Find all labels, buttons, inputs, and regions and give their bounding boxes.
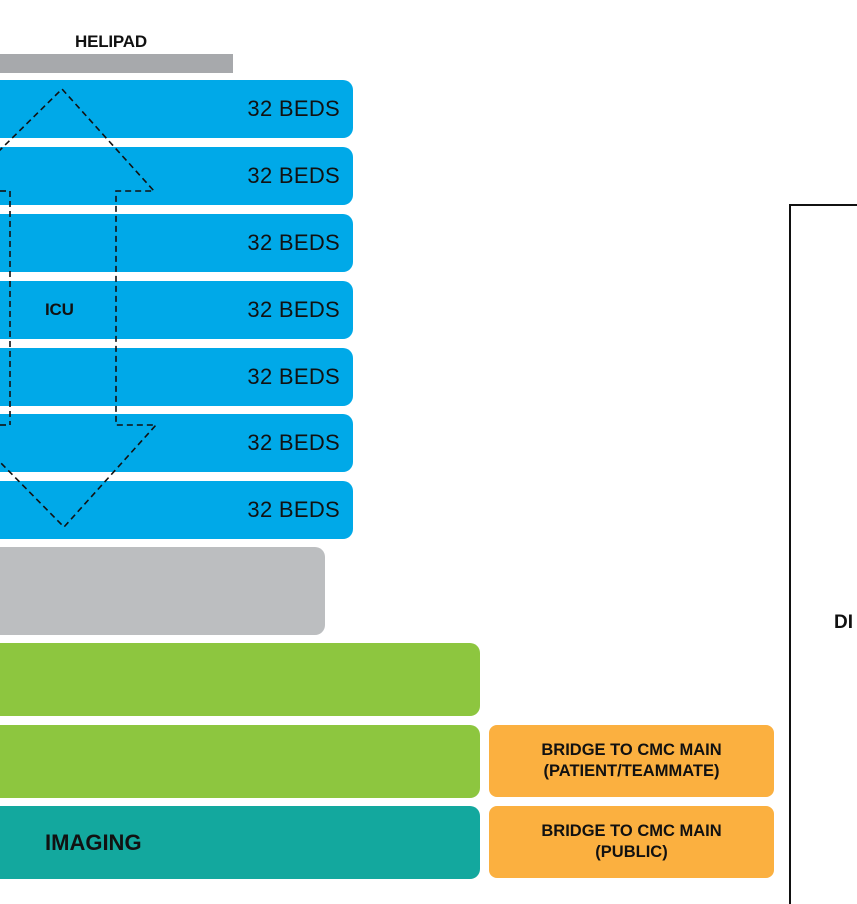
- bridge-subtitle: (PATIENT/TEAMMATE): [543, 762, 720, 780]
- bridge-title: BRIDGE TO CMC MAIN: [541, 822, 722, 840]
- bed-count-label: 32 BEDS: [247, 297, 340, 322]
- imaging-label: IMAGING: [45, 829, 142, 855]
- bed-floor-2: 32 BEDS: [0, 414, 353, 472]
- bed-floor-1: 32 BEDS: [0, 481, 353, 539]
- green-floor-upper: [0, 643, 480, 716]
- bridge-title: BRIDGE TO CMC MAIN: [541, 741, 722, 759]
- adjacent-building-outline: [789, 204, 857, 904]
- adjacent-building-label: DI: [834, 612, 853, 633]
- bed-count-label: 32 BEDS: [247, 96, 340, 121]
- icu-label: ICU: [45, 300, 74, 319]
- bed-floor-3: 32 BEDS: [0, 348, 353, 406]
- bed-floor-7: 32 BEDS: [0, 80, 353, 138]
- green-floor-lower: [0, 725, 480, 798]
- bed-count-label: 32 BEDS: [247, 430, 340, 455]
- bed-count-label: 32 BEDS: [247, 364, 340, 389]
- imaging-floor: IMAGING: [0, 806, 480, 879]
- helipad-roof-bar: [0, 54, 233, 73]
- bridge-patient-teammate: BRIDGE TO CMC MAIN (PATIENT/TEAMMATE): [489, 725, 774, 797]
- bed-count-label: 32 BEDS: [247, 230, 340, 255]
- bridge-subtitle: (PUBLIC): [595, 843, 668, 861]
- gray-floor-block: [0, 547, 325, 635]
- bed-floor-6: 32 BEDS: [0, 147, 353, 205]
- bed-count-label: 32 BEDS: [247, 497, 340, 522]
- bed-count-label: 32 BEDS: [247, 163, 340, 188]
- bridge-public: BRIDGE TO CMC MAIN (PUBLIC): [489, 806, 774, 878]
- helipad-label: HELIPAD: [75, 32, 147, 51]
- bed-floor-5: 32 BEDS: [0, 214, 353, 272]
